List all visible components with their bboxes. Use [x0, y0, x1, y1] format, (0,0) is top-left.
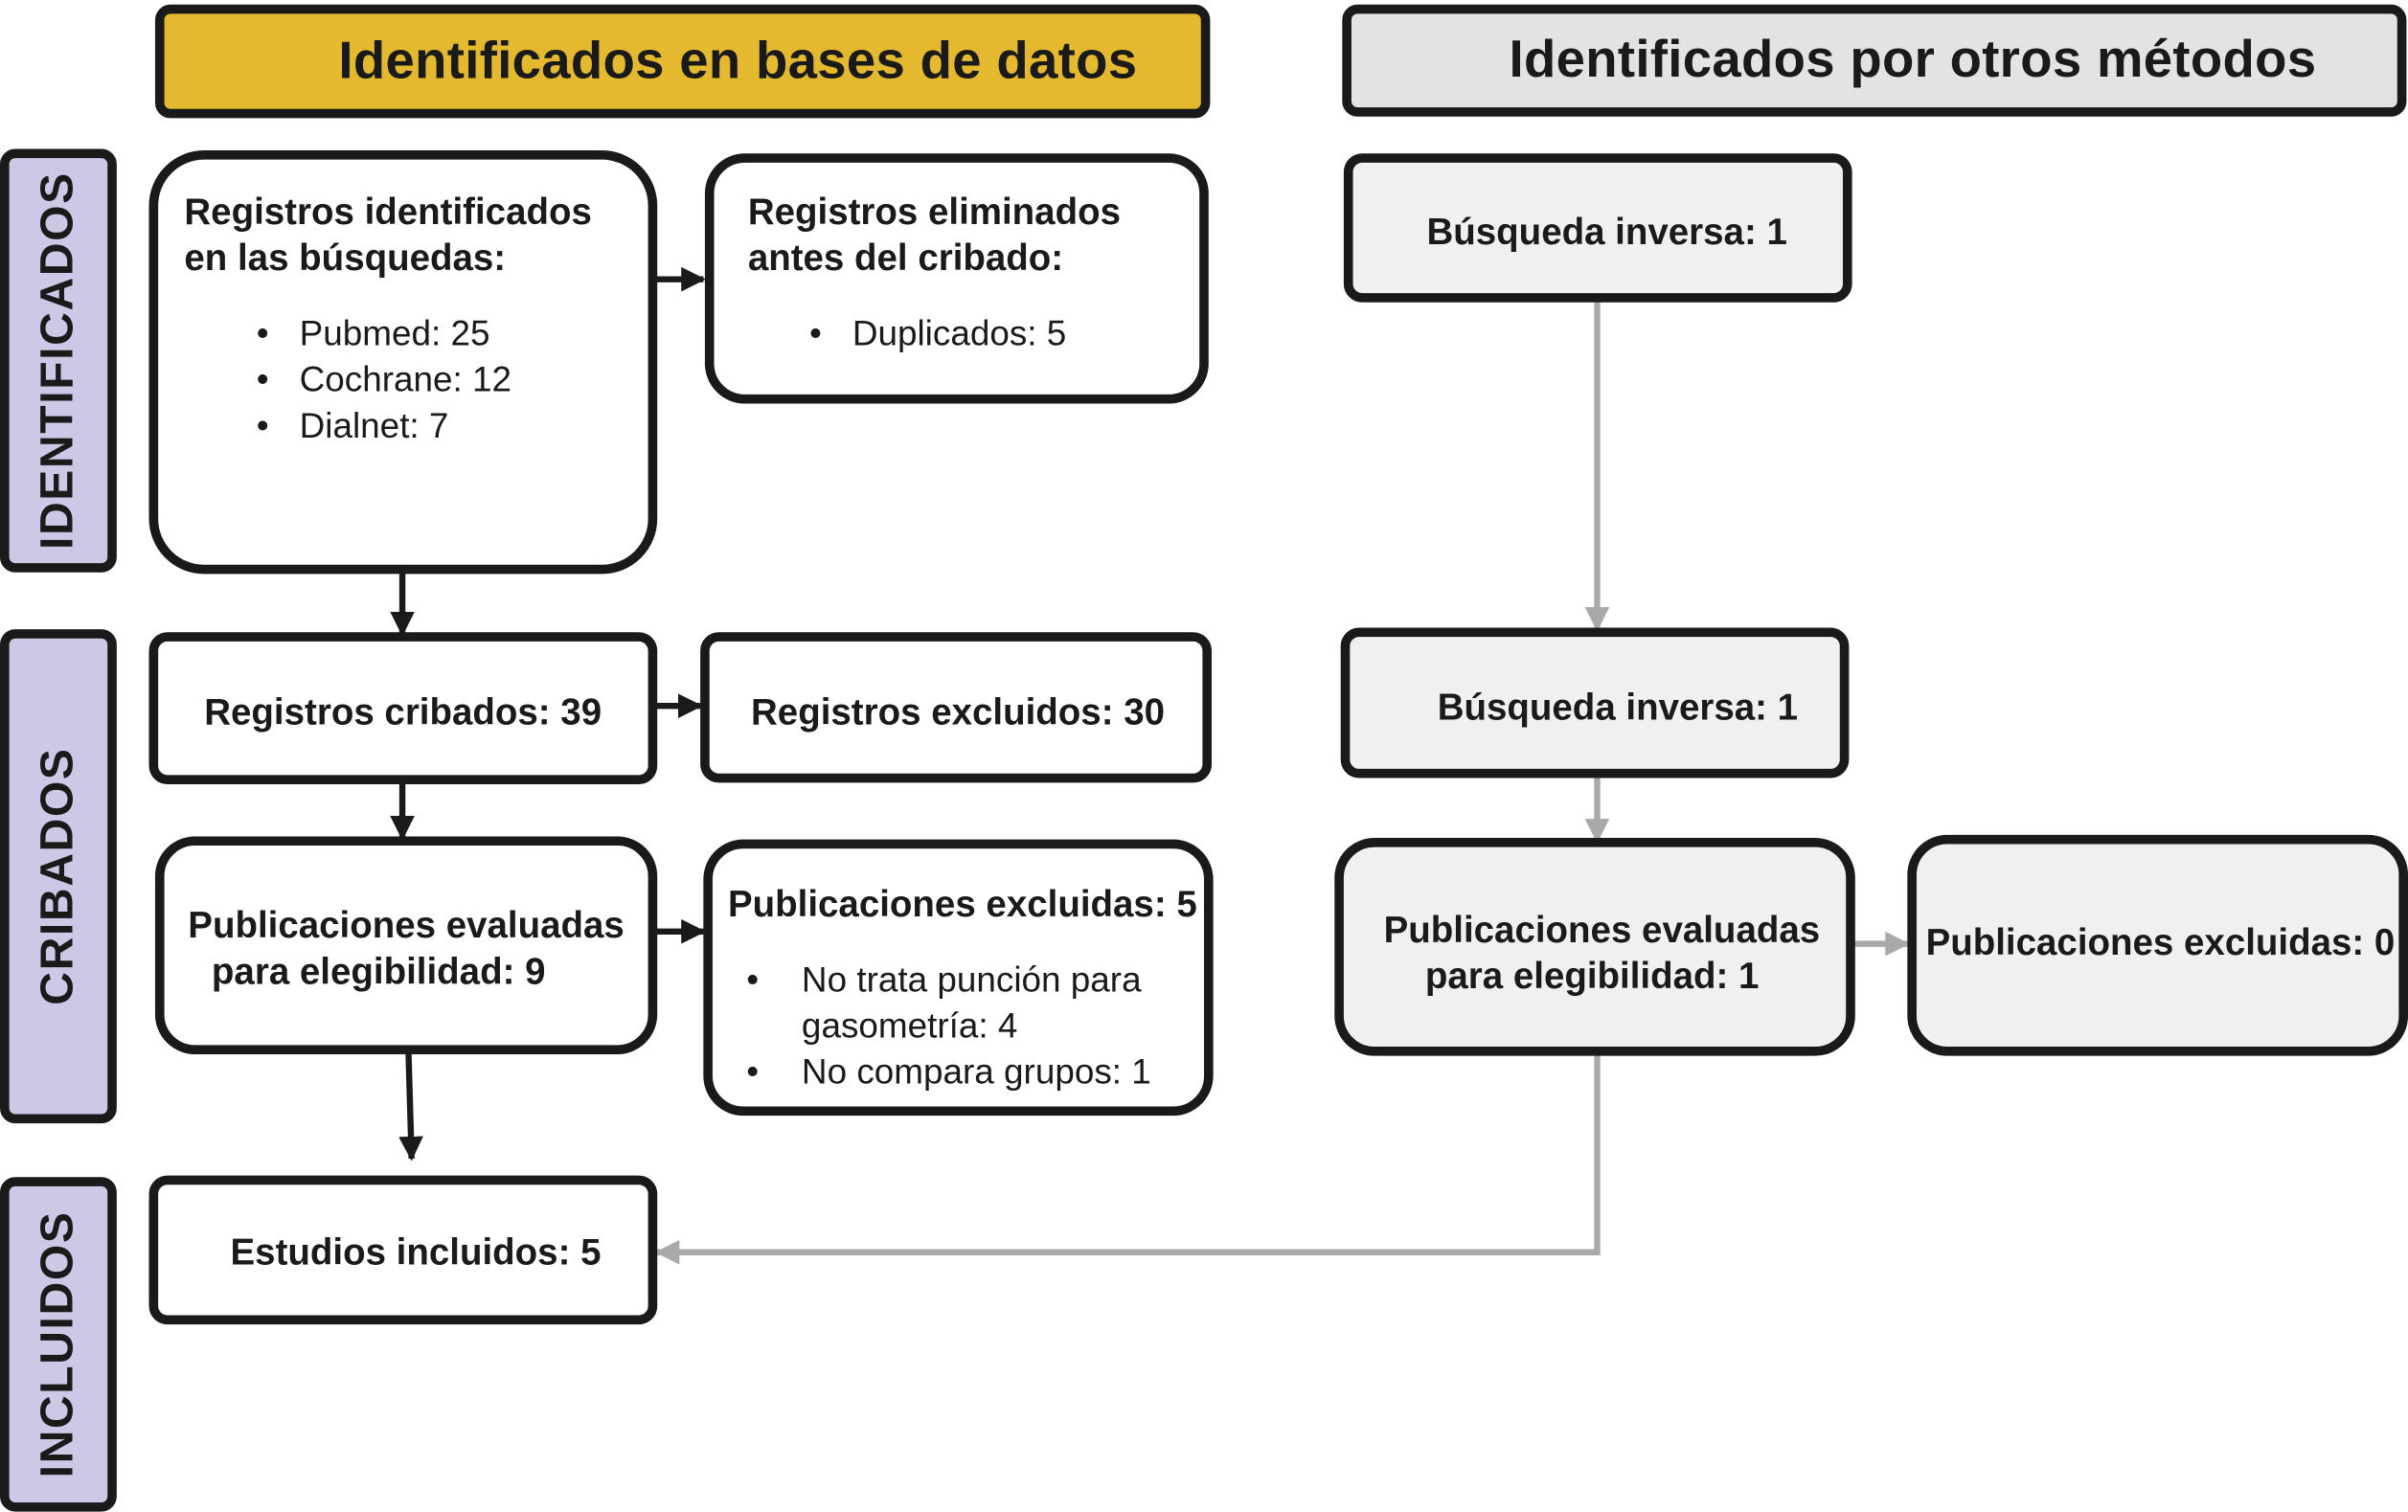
header-databases-label: Identificados en bases de datos	[338, 31, 1138, 90]
box-records-screened: Registros cribados: 39	[148, 632, 658, 784]
records-identified-list: Pubmed: 25 Cochrane: 12 Dialnet: 7	[257, 310, 511, 448]
list-item: gasometría: 4	[746, 1003, 1151, 1049]
box-records-excluded: Registros excluidos: 30	[700, 632, 1213, 783]
list-item: Pubmed: 25	[257, 310, 511, 356]
studies-included-label: Estudios incluidos: 5	[230, 1231, 602, 1275]
phase-identified: IDENTIFICADOS	[0, 148, 117, 573]
publications-excluded-list: No trata punción para gasometría: 4 No c…	[746, 956, 1151, 1094]
records-removed-list: Duplicados: 5	[809, 310, 1066, 356]
box-records-removed: Registros eliminados antes del cribado: …	[704, 153, 1209, 404]
box-records-identified: Registros identificados en las búsquedas…	[148, 150, 658, 575]
phase-screened-label: CRIBADOS	[32, 747, 83, 1005]
publications-excluded-title: Publicaciones excluidas: 5	[727, 884, 1197, 926]
arrow-right-assessed-to-included	[654, 1052, 1601, 1265]
phase-identified-label: IDENTIFICADOS	[32, 171, 83, 551]
list-item: No trata punción para	[746, 956, 1151, 1002]
reverse-search-1-label: Búsqueda inversa: 1	[1426, 212, 1787, 254]
header-other-methods-label: Identificados por otros métodos	[1509, 31, 2317, 89]
phase-included: INCLUIDOS	[0, 1177, 117, 1512]
box-reverse-search-1: Búsqueda inversa: 1	[1343, 153, 1852, 303]
box-reverse-search-2: Búsqueda inversa: 1	[1340, 627, 1850, 779]
records-excluded-label: Registros excluidos: 30	[751, 691, 1166, 734]
phase-screened: CRIBADOS	[0, 629, 117, 1124]
header-databases: Identificados en bases de datos	[154, 4, 1211, 119]
arrow-assessed-to-included	[398, 1052, 423, 1162]
list-item: Duplicados: 5	[809, 310, 1066, 356]
records-removed-title-1: Registros eliminados	[747, 192, 1121, 234]
right-publications-excluded-label: Publicaciones excluidas: 0	[1925, 922, 2396, 964]
box-studies-included: Estudios incluidos: 5	[148, 1175, 658, 1325]
box-publications-excluded: Publicaciones excluidas: 5 No trata punc…	[703, 839, 1214, 1117]
list-item-continuation: gasometría: 4	[801, 1004, 1018, 1046]
list-item: Cochrane: 12	[257, 356, 511, 402]
records-screened-label: Registros cribados: 39	[204, 691, 602, 734]
box-right-publications-assessed: Publicaciones evaluadas para elegibilida…	[1334, 838, 1855, 1056]
box-right-publications-excluded: Publicaciones excluidas: 0	[1907, 834, 2408, 1056]
right-publications-assessed-line-2: para elegibilidad: 1	[1424, 956, 1760, 998]
publications-assessed-line-2: para elegibilidad: 9	[211, 951, 546, 993]
list-item: No compara grupos: 1	[746, 1049, 1151, 1095]
box-publications-assessed: Publicaciones evaluadas para elegibilida…	[154, 836, 658, 1055]
header-other-methods: Identificados por otros métodos	[1342, 4, 2407, 117]
reverse-search-2-label: Búsqueda inversa: 1	[1437, 687, 1799, 730]
right-publications-assessed-line-1: Publicaciones evaluadas	[1383, 910, 1821, 952]
list-item: Dialnet: 7	[257, 402, 511, 448]
publications-assessed-line-1: Publicaciones evaluadas	[188, 905, 625, 947]
records-identified-title-1: Registros identificados	[184, 192, 592, 234]
records-removed-title-2: antes del cribado:	[747, 237, 1064, 280]
records-identified-title-2: en las búsquedas:	[184, 237, 507, 280]
phase-included-label: INCLUIDOS	[32, 1210, 83, 1478]
